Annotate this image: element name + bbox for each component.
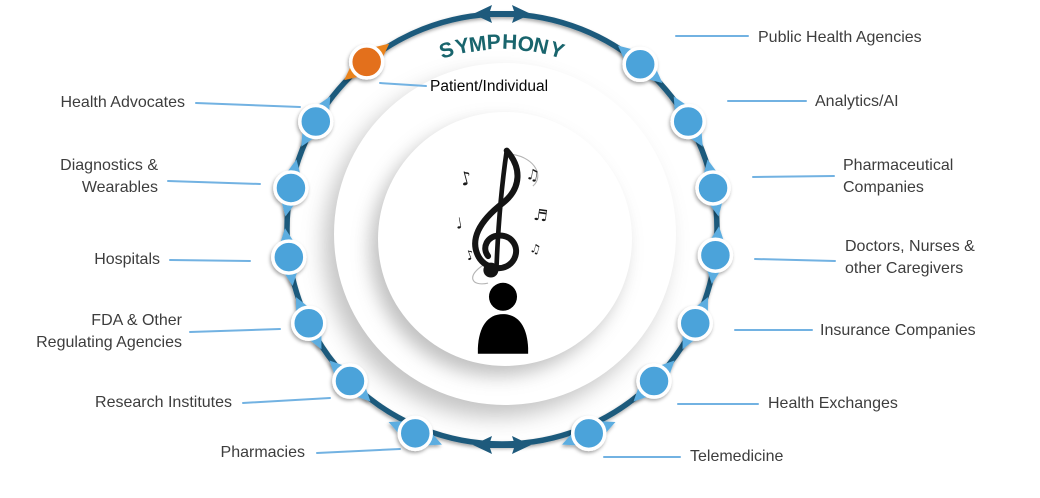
label-line: Regulating Agencies bbox=[36, 334, 182, 351]
node-fda-regulating-agencies bbox=[291, 297, 327, 350]
label-line: Doctors, Nurses & bbox=[845, 238, 975, 255]
label-health-exchanges: Health Exchanges bbox=[768, 393, 898, 415]
node-health-exchanges bbox=[633, 360, 675, 402]
node-circle bbox=[697, 237, 734, 273]
label-line: Research Institutes bbox=[95, 394, 232, 411]
label-line: Hospitals bbox=[94, 251, 160, 268]
node-pharmacies bbox=[388, 415, 442, 452]
label-line: Patient/Individual bbox=[430, 78, 549, 95]
label-line: Pharmacies bbox=[220, 444, 305, 461]
node-circle bbox=[273, 170, 309, 206]
node-circle bbox=[622, 46, 658, 83]
person-icon bbox=[474, 282, 532, 356]
label-line: Wearables bbox=[81, 179, 158, 196]
label-diagnostics-wearables: Diagnostics & Wearables bbox=[60, 155, 158, 199]
node-circle bbox=[332, 363, 368, 399]
node-circle bbox=[570, 415, 607, 452]
node-circle bbox=[291, 305, 327, 341]
label-analytics-ai: Analytics/AI bbox=[815, 91, 899, 113]
node-doctors-nurses-caregivers bbox=[697, 226, 734, 284]
node-hospitals bbox=[271, 228, 307, 286]
node-public-health-agencies bbox=[617, 45, 663, 83]
node-circle bbox=[271, 239, 307, 275]
connector-fda-regulating-agencies bbox=[189, 328, 281, 333]
connector-pharmacies bbox=[316, 448, 401, 454]
node-telemedicine bbox=[562, 415, 616, 452]
treble-clef-icon: ♪♫♩♬♪♫ bbox=[443, 145, 563, 285]
label-line: Public Health Agencies bbox=[758, 29, 922, 46]
label-public-health-agencies: Public Health Agencies bbox=[758, 27, 922, 49]
music-note-icon: ♫ bbox=[525, 165, 541, 185]
node-diagnostics-wearables bbox=[273, 159, 309, 217]
node-circle bbox=[636, 363, 672, 399]
connector-pharmaceutical-companies bbox=[752, 175, 835, 178]
label-line: Insurance Companies bbox=[820, 322, 976, 339]
node-pharmaceutical-companies bbox=[695, 159, 731, 217]
music-note-icon: ♬ bbox=[532, 205, 549, 226]
node-health-advocates bbox=[298, 96, 334, 147]
node-circle bbox=[670, 103, 706, 140]
label-insurance-companies: Insurance Companies bbox=[820, 320, 976, 342]
label-health-advocates: Health Advocates bbox=[60, 92, 185, 114]
connector-diagnostics-wearables bbox=[167, 180, 261, 185]
label-telemedicine: Telemedicine bbox=[690, 446, 783, 468]
music-note-icon: ♪ bbox=[458, 168, 475, 191]
label-line: FDA & Other bbox=[91, 312, 182, 329]
label-doctors-nurses-caregivers: Doctors, Nurses & other Caregivers bbox=[845, 236, 975, 280]
double-arrow-bottom-icon bbox=[473, 436, 531, 454]
node-insurance-companies bbox=[677, 297, 713, 350]
connector-doctors-nurses-caregivers bbox=[754, 258, 836, 262]
node-circle bbox=[397, 415, 434, 452]
connector-patient-individual bbox=[379, 82, 427, 87]
label-research-institutes: Research Institutes bbox=[95, 392, 232, 414]
music-note-icon: ♫ bbox=[528, 241, 542, 257]
double-arrow-top-icon bbox=[473, 5, 531, 23]
label-line: Telemedicine bbox=[690, 448, 784, 465]
label-pharmacies: Pharmacies bbox=[221, 442, 305, 464]
node-circle bbox=[677, 305, 713, 341]
connector-health-advocates bbox=[195, 102, 301, 108]
node-patient-individual bbox=[344, 43, 390, 81]
label-line: Health Advocates bbox=[60, 94, 185, 111]
label-line: Companies bbox=[843, 179, 924, 196]
node-circle bbox=[695, 170, 731, 206]
node-research-institutes bbox=[329, 360, 371, 402]
label-line: Pharmaceutical bbox=[843, 157, 954, 174]
node-circle bbox=[298, 103, 334, 140]
node-circle bbox=[348, 44, 385, 80]
label-line: Health Exchanges bbox=[768, 395, 898, 412]
label-patient-individual: Patient/Individual bbox=[430, 76, 548, 98]
connector-research-institutes bbox=[242, 397, 331, 404]
node-analytics-ai bbox=[670, 96, 706, 147]
music-note-icon: ♩ bbox=[454, 214, 464, 233]
label-line: other Caregivers bbox=[845, 260, 964, 277]
label-line: Diagnostics & bbox=[60, 157, 158, 174]
label-line: Analytics/AI bbox=[815, 93, 899, 110]
label-hospitals: Hospitals bbox=[94, 249, 160, 271]
connector-hospitals bbox=[169, 259, 251, 262]
